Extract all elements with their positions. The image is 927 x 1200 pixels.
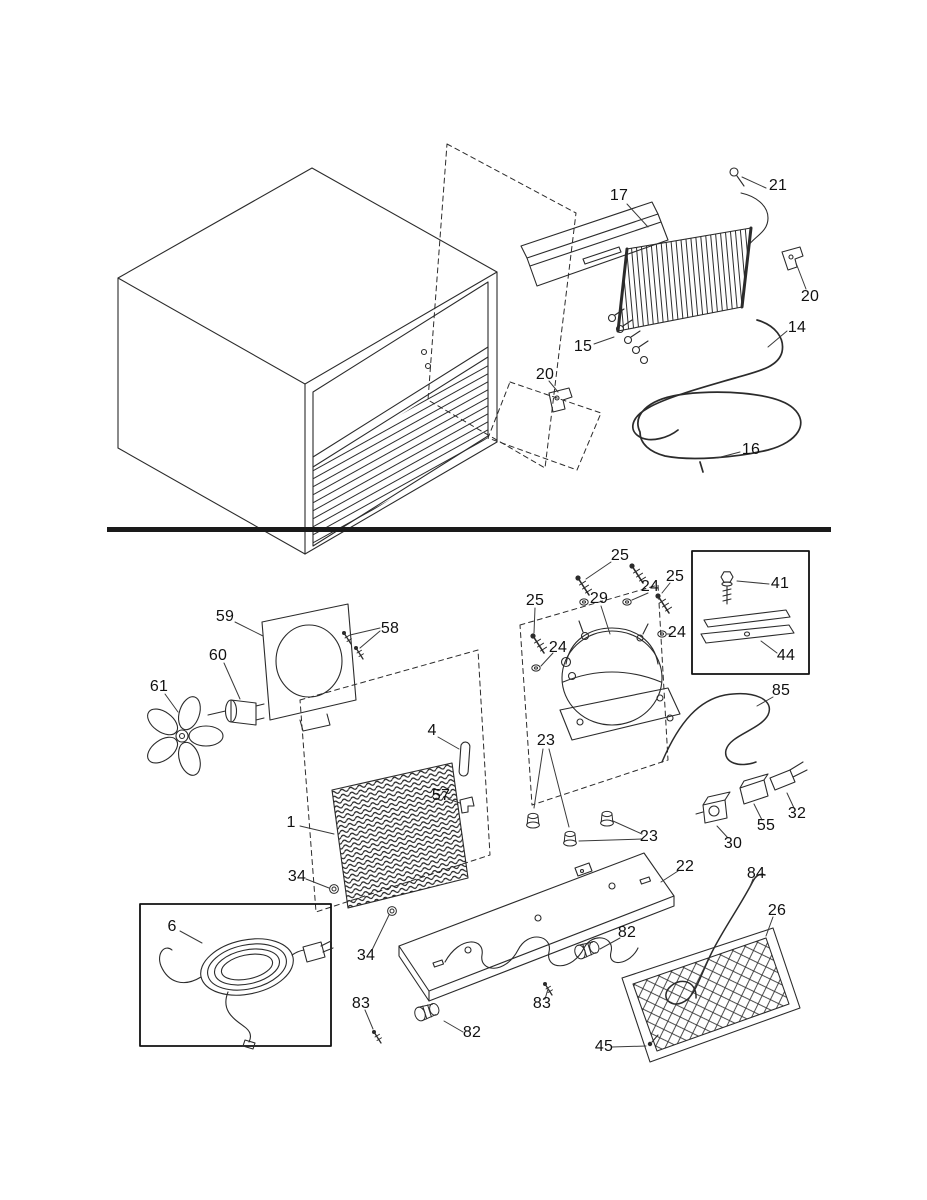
part-label-26: 26 xyxy=(767,902,787,919)
exploded-view-guides-bottom xyxy=(299,584,669,913)
part-label-1: 1 xyxy=(286,814,296,831)
part-label-57: 57 xyxy=(431,787,451,804)
bracket-part-20-right xyxy=(781,246,804,271)
wire-tube-part-85 xyxy=(661,693,771,766)
part-label-59: 59 xyxy=(215,608,235,625)
part-label-83-a: 83 xyxy=(351,995,371,1012)
relay-part-30 xyxy=(695,791,731,824)
part-label-20-a: 20 xyxy=(800,288,820,305)
exploded-view-guides-top xyxy=(427,143,602,471)
part-label-24-b: 24 xyxy=(667,624,687,641)
air-duct-part-17 xyxy=(520,201,669,287)
part-label-61: 61 xyxy=(149,678,169,695)
bolt-part-41 xyxy=(720,571,734,605)
part-label-41: 41 xyxy=(770,575,790,592)
part-label-60: 60 xyxy=(208,647,228,664)
condenser-coil-part-1 xyxy=(331,762,469,909)
tube-part-14 xyxy=(632,319,784,441)
clip-part-57 xyxy=(459,796,475,814)
part-label-23-a: 23 xyxy=(536,732,556,749)
part-label-6: 6 xyxy=(167,918,177,935)
part-label-34-b: 34 xyxy=(356,947,376,964)
part-label-58: 58 xyxy=(380,620,400,637)
part-label-14: 14 xyxy=(787,319,807,336)
overload-part-55 xyxy=(739,773,769,805)
part-label-82-b: 82 xyxy=(462,1024,482,1041)
washers-part-24 xyxy=(531,598,667,672)
part-label-22: 22 xyxy=(675,858,695,875)
clip-part-45 xyxy=(647,1034,659,1047)
part-label-44: 44 xyxy=(776,647,796,664)
wire-tube-part-84 xyxy=(665,873,766,1005)
part-label-55: 55 xyxy=(756,817,776,834)
fan-shroud-part-59 xyxy=(261,603,357,732)
base-plate-part-22 xyxy=(398,852,675,1002)
part-label-4: 4 xyxy=(427,722,437,739)
part-label-45: 45 xyxy=(594,1038,614,1055)
part-label-30: 30 xyxy=(723,835,743,852)
fan-blade-part-61 xyxy=(147,696,224,776)
drier-clips-part-44 xyxy=(700,609,795,644)
fan-motor-part-60 xyxy=(207,699,265,726)
part-label-25-b: 25 xyxy=(665,568,685,585)
part-label-25-c: 25 xyxy=(525,592,545,609)
part-label-25-a: 25 xyxy=(610,547,630,564)
part-label-17: 17 xyxy=(609,187,629,204)
tube-part-4 xyxy=(458,741,471,777)
bracket-part-20-left xyxy=(548,387,573,413)
part-label-83-b: 83 xyxy=(532,995,552,1012)
section-divider xyxy=(107,527,831,532)
part-label-23-b: 23 xyxy=(639,828,659,845)
hardware-callout-box xyxy=(691,550,810,675)
part-label-24-c: 24 xyxy=(548,639,568,656)
screw-part-21 xyxy=(729,167,769,247)
part-label-34-a: 34 xyxy=(287,868,307,885)
tube-part-16 xyxy=(637,391,802,473)
evaporator-part-15 xyxy=(607,226,753,365)
power-cord-callout-box xyxy=(139,903,334,1050)
leader-lines xyxy=(164,176,807,1048)
part-label-20-b: 20 xyxy=(535,366,555,383)
part-label-82-a: 82 xyxy=(617,924,637,941)
part-label-84: 84 xyxy=(746,865,766,882)
part-label-24-a: 24 xyxy=(640,578,660,595)
part-label-15: 15 xyxy=(573,338,593,355)
power-cord-part-6 xyxy=(200,938,294,996)
part-label-32: 32 xyxy=(787,805,807,822)
compressor-part-29 xyxy=(559,620,681,741)
part-label-16: 16 xyxy=(741,441,761,458)
spacers-part-82 xyxy=(412,938,602,1023)
drain-pan-part-26 xyxy=(621,927,801,1063)
part-label-85: 85 xyxy=(771,682,791,699)
part-label-29: 29 xyxy=(589,590,609,607)
part-label-21: 21 xyxy=(768,177,788,194)
refrigerator-cabinet xyxy=(117,167,498,555)
terminal-part-32 xyxy=(769,761,808,791)
